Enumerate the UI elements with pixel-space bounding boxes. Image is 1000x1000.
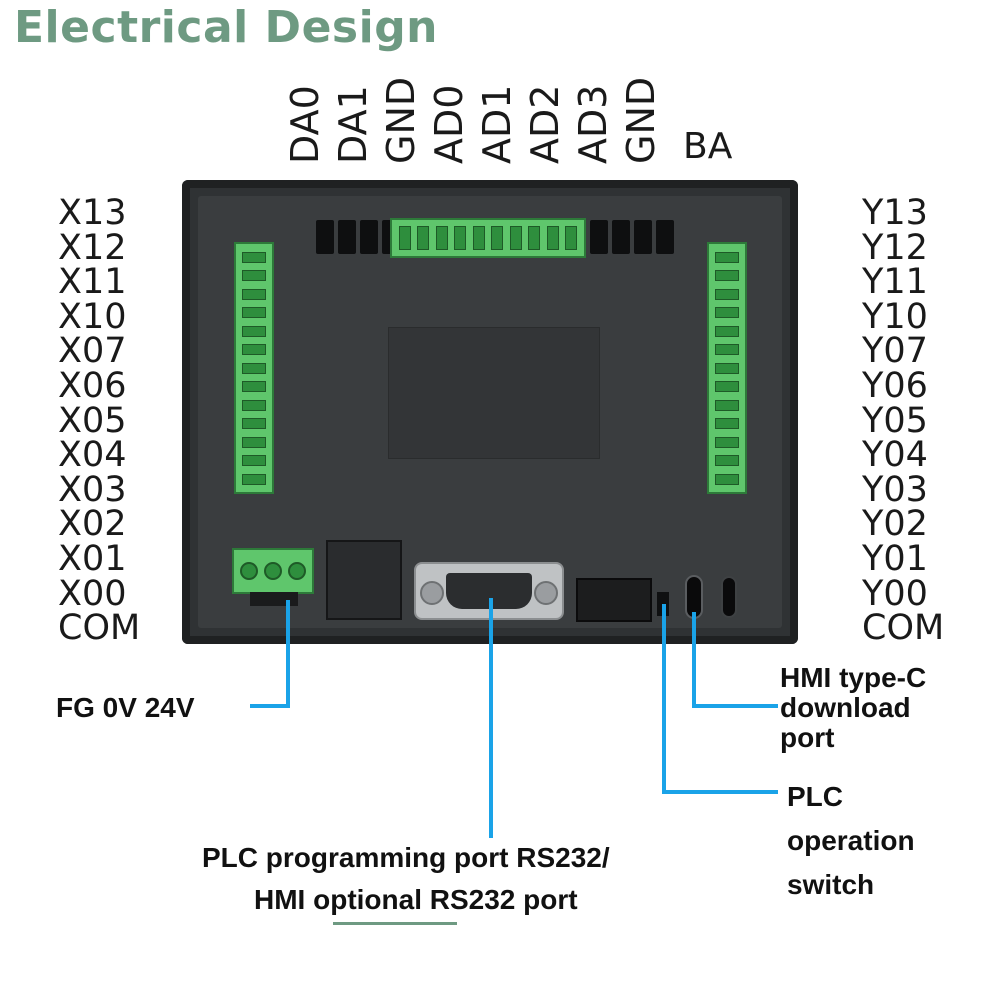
output-label: Y05 [862,400,928,441]
switch-line2: operation [787,825,915,856]
input-label: X02 [58,504,127,545]
input-label: X01 [58,538,127,579]
power-terminal [232,548,314,594]
input-label: X03 [58,469,127,510]
screw-icon [420,581,444,605]
indicator-slot [721,576,737,618]
input-labels: X13 X12 X11 X10 X07 X06 X05 X04 X03 X02 … [58,196,140,646]
output-label: Y04 [862,435,928,476]
rs232-callout-line2: HMI optional RS232 port [254,884,578,916]
input-label: X10 [58,296,127,337]
input-label: X12 [58,227,127,268]
rs232-text-optional: optional [313,884,422,915]
input-label: X11 [58,262,127,303]
input-terminal-block [234,242,274,494]
output-label: Y01 [862,538,928,579]
optional-underline [333,922,457,925]
input-label: X00 [58,573,127,614]
switch-callout-line [662,604,778,794]
typec-line3: port [780,722,835,753]
usb-port [576,578,652,622]
power-callout-label: FG 0V 24V [56,692,195,723]
rs232-text-post: RS232 port [421,884,578,915]
output-label: COM [862,608,945,649]
output-label: Y02 [862,504,928,545]
input-label: X06 [58,365,127,406]
input-label: X13 [58,193,127,233]
page-title: Electrical Design [14,2,439,53]
output-label: Y00 [862,573,928,614]
output-label: Y12 [862,227,928,268]
rs232-callout-line1: PLC programming port RS232/ [202,842,610,873]
rs232-text-pre: HMI [254,884,314,915]
unused-slots-right [590,220,674,256]
output-label: Y07 [862,331,928,372]
input-label: X04 [58,435,127,476]
device-label-area [388,327,600,459]
analog-terminal-block [390,218,586,258]
input-label: COM [58,608,141,649]
power-callout-line [250,600,290,708]
output-label: Y13 [862,193,928,233]
typec-line1: HMI type-C [780,662,927,693]
screw-icon [534,581,558,605]
output-terminal-block [707,242,747,494]
switch-line1: PLC [787,781,843,812]
input-label: X07 [58,331,127,372]
input-label: X05 [58,400,127,441]
output-label: Y11 [862,262,928,303]
typec-line2: download [780,692,911,723]
output-label: Y10 [862,296,928,337]
typec-callout-line [692,612,778,708]
output-labels: Y13 Y12 Y11 Y10 Y07 Y06 Y05 Y04 Y03 Y02 … [862,196,944,646]
output-label: Y06 [862,365,928,406]
ethernet-port [326,540,402,620]
label-ba: BA [683,126,733,167]
switch-line3: switch [787,869,875,900]
switch-callout-label: PLC operation switch [787,775,915,907]
typec-callout-label: HMI type-C download port [780,663,926,753]
output-label: Y03 [862,469,928,510]
